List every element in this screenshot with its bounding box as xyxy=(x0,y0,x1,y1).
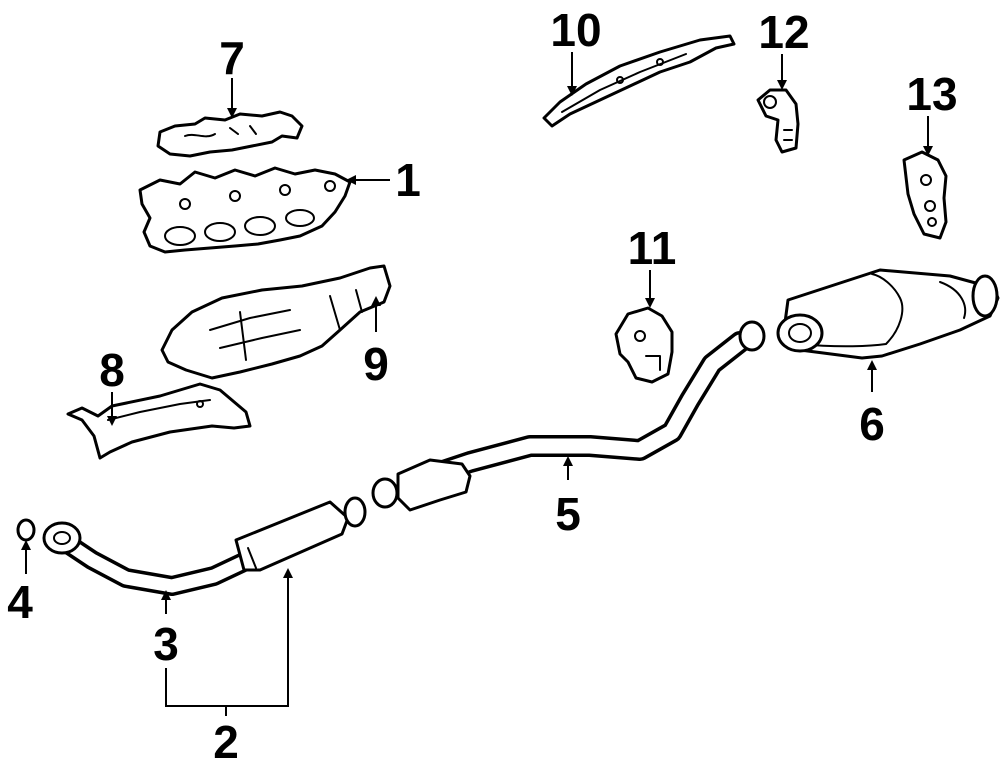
part-8-lower-heat-shield xyxy=(66,382,252,460)
callout-7: 7 xyxy=(219,32,245,84)
part-1-exhaust-manifold xyxy=(138,166,352,254)
callout-5: 5 xyxy=(555,488,581,540)
callout-4: 4 xyxy=(7,576,33,628)
part-3-front-pipe xyxy=(42,496,367,596)
part-5-intermediate-pipe xyxy=(371,320,766,512)
callout-1: 1 xyxy=(395,154,421,206)
part-6-muffler xyxy=(776,268,1000,360)
callout-8: 8 xyxy=(99,344,125,396)
leader-lines xyxy=(21,52,933,716)
callout-3: 3 xyxy=(153,618,179,670)
part-10-underbody-heat-shield xyxy=(542,34,736,128)
part-13-bracket xyxy=(902,150,948,240)
callout-13: 13 xyxy=(906,68,957,120)
callout-2: 2 xyxy=(213,716,239,765)
part-12-hanger xyxy=(756,88,800,154)
part-9-converter-heat-shield xyxy=(160,264,392,380)
callout-6: 6 xyxy=(859,398,885,450)
callout-11: 11 xyxy=(628,222,677,274)
callout-10: 10 xyxy=(550,4,601,56)
part-11-hanger-bracket xyxy=(614,306,674,384)
part-4-nut xyxy=(16,518,36,542)
part-7-manifold-heat-shield xyxy=(156,110,304,158)
callout-9: 9 xyxy=(363,338,389,390)
callout-12: 12 xyxy=(758,6,809,58)
callout-numbers: 7 1 9 8 10 12 13 11 6 5 4 3 2 xyxy=(7,4,957,765)
